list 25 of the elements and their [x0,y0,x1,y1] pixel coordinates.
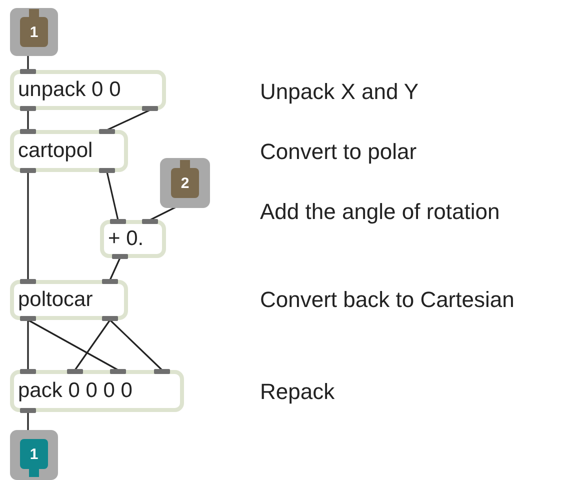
patch-cord [74,320,111,370]
comment: Add the angle of rotation [260,199,500,225]
object-box: poltocar [10,280,128,320]
patch-cord [27,56,29,70]
comment: Unpack X and Y [260,79,419,105]
inlet: 1 [10,8,58,56]
comment: Convert back to Cartesian [260,287,514,313]
object-box: cartopol [10,130,128,172]
outlet: 1 [10,430,58,480]
patch-cord [27,172,29,280]
object-box: unpack 0 0 [10,70,166,110]
patch-cord [28,319,118,371]
patch-cord [106,109,150,131]
patch-cord [27,412,29,430]
comment: Convert to polar [260,139,417,165]
patch-cord [27,110,29,130]
patch-cord [109,319,163,371]
object-box: pack 0 0 0 0 [10,370,184,412]
object-box: + 0. [100,220,166,258]
patch-cord [150,205,178,221]
patch-cord [106,172,119,220]
patch-cord [109,258,121,280]
patch-cord [27,320,29,370]
inlet: 2 [160,158,210,208]
comment: Repack [260,379,335,405]
